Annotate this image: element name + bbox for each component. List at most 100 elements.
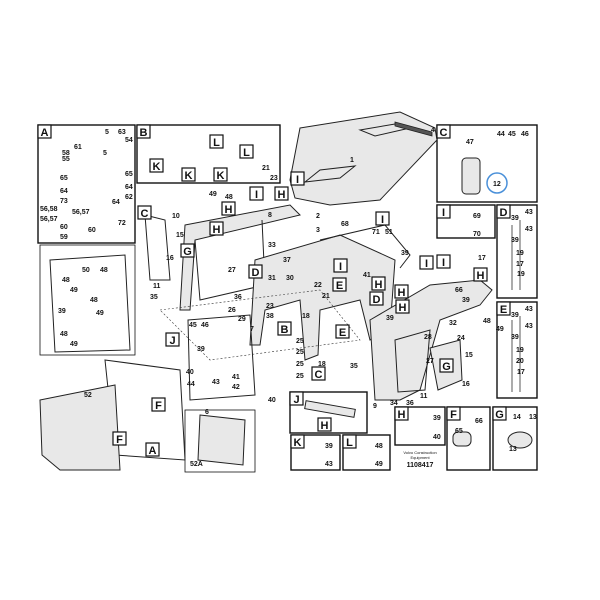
panel-tag-l-label: L xyxy=(346,437,353,449)
callout-35: 35 xyxy=(150,294,158,301)
callout-15: 15 xyxy=(465,352,473,359)
callout-a: 63 xyxy=(118,129,126,136)
panel-tag-e: E xyxy=(496,301,511,316)
callout-30: 30 xyxy=(286,275,294,282)
callout-52: 52 xyxy=(84,392,92,399)
callout-48: 48 xyxy=(225,194,233,201)
callout-22: 22 xyxy=(314,282,322,289)
callout-d: 17 xyxy=(516,261,524,268)
callout-10: 10 xyxy=(172,213,180,220)
callout-letter-a: A xyxy=(145,442,160,457)
callout-i: 69 xyxy=(473,213,481,220)
footer-line2: Equipment xyxy=(410,455,430,460)
panel-b-callout-k-label: K xyxy=(217,170,225,182)
bar-j xyxy=(304,400,356,418)
callout-a: 72 xyxy=(118,220,126,227)
callout-4: 4 xyxy=(431,127,435,134)
callout-32: 32 xyxy=(449,320,457,327)
callout-a: 65 xyxy=(60,175,68,182)
callout-letter-i-label: I xyxy=(442,257,445,269)
callout-letter-h: H xyxy=(371,276,386,291)
callout-k: 43 xyxy=(325,461,333,468)
callout-letter-g-label: G xyxy=(442,361,451,373)
callout-36: 36 xyxy=(406,400,414,407)
callout-i: 70 xyxy=(473,231,481,238)
callout-e: 39 xyxy=(511,334,519,341)
panel-tag-c: C xyxy=(436,124,451,139)
panel-tag-h-label: H xyxy=(398,409,406,421)
panel-tag-f-label: F xyxy=(450,409,457,421)
callout-40: 40 xyxy=(186,369,194,376)
callout-48: 48 xyxy=(90,297,98,304)
callout-letter-e: E xyxy=(332,277,347,292)
callout-g: 13 xyxy=(529,414,537,421)
callout-letter-h: H xyxy=(221,201,236,216)
callout-33: 33 xyxy=(268,242,276,249)
panel-b-callout-l: L xyxy=(209,134,224,149)
callout-49: 49 xyxy=(96,310,104,317)
part-13 xyxy=(507,431,533,449)
callout-43: 43 xyxy=(212,379,220,386)
callout-26: 26 xyxy=(228,307,236,314)
panel-tag-l: L xyxy=(342,434,357,449)
footer-line1: Volvo Construction xyxy=(403,450,436,455)
callout-letter-i-label: I xyxy=(381,214,384,226)
callout-e: 43 xyxy=(525,306,533,313)
panel-tag-a-label: A xyxy=(41,127,49,139)
panel-b-callout-l-label: L xyxy=(243,147,250,159)
callout-f: 66 xyxy=(475,418,483,425)
callout-49: 49 xyxy=(209,191,217,198)
callout-letter-f: F xyxy=(151,397,166,412)
callout-letter-d: D xyxy=(248,264,263,279)
callout-42: 42 xyxy=(232,384,240,391)
callout-11: 11 xyxy=(420,393,428,400)
callout-a: 62 xyxy=(125,194,133,201)
callout-a: 60 xyxy=(60,224,68,231)
callout-letter-i: I xyxy=(290,171,305,186)
callout-letter-h-label: H xyxy=(225,204,233,216)
callout-letter-h: H xyxy=(473,267,488,282)
callout-letter-j-label: J xyxy=(169,335,175,347)
main-frame xyxy=(249,234,396,361)
callout-9: 9 xyxy=(373,403,377,410)
callout-50: 50 xyxy=(82,267,90,274)
callout-48: 48 xyxy=(100,267,108,274)
panel-tag-d-label: D xyxy=(500,207,508,219)
callout-c: 46 xyxy=(521,131,529,138)
callout-e: 39 xyxy=(511,312,519,319)
callout-letter-i: I xyxy=(333,258,348,273)
callout-6: 6 xyxy=(205,409,209,416)
callout-letter-d-label: D xyxy=(252,267,260,279)
callout-71: 71 xyxy=(372,229,380,236)
callout-a: 59 xyxy=(60,234,68,241)
callout-39: 39 xyxy=(401,250,409,257)
callout-letter-i: I xyxy=(249,186,264,201)
panel-b-callout-k: K xyxy=(213,167,228,182)
highlight-circle-12 xyxy=(486,172,508,194)
callout-d: 19 xyxy=(516,250,524,257)
panel-b-callout-k-label: K xyxy=(185,170,193,182)
callout-d: 43 xyxy=(525,209,533,216)
callout-49: 49 xyxy=(70,287,78,294)
callout-a: 73 xyxy=(60,198,68,205)
callout-f: 65 xyxy=(455,428,463,435)
panel-tag-g: G xyxy=(492,406,507,421)
callout-16: 16 xyxy=(166,255,174,262)
callout-letter-i: I xyxy=(419,255,434,270)
callout-21: 21 xyxy=(322,293,330,300)
callout-48: 48 xyxy=(62,277,70,284)
callout-h: 39 xyxy=(433,415,441,422)
callout-a: 54 xyxy=(125,137,133,144)
panel-b-callout-k: K xyxy=(149,158,164,173)
callout-letter-h-label: H xyxy=(477,270,485,282)
callout-letter-h-label: H xyxy=(399,302,407,314)
panel-b xyxy=(136,124,281,184)
callout-h: 40 xyxy=(433,434,441,441)
panel-tag-b-label: B xyxy=(140,127,148,139)
callout-a: 65 xyxy=(125,171,133,178)
callout-2: 2 xyxy=(316,213,320,220)
panel-tag-a: A xyxy=(37,124,52,139)
callout-letter-i: I xyxy=(436,254,451,269)
callout-letter-f-label: F xyxy=(155,400,162,412)
